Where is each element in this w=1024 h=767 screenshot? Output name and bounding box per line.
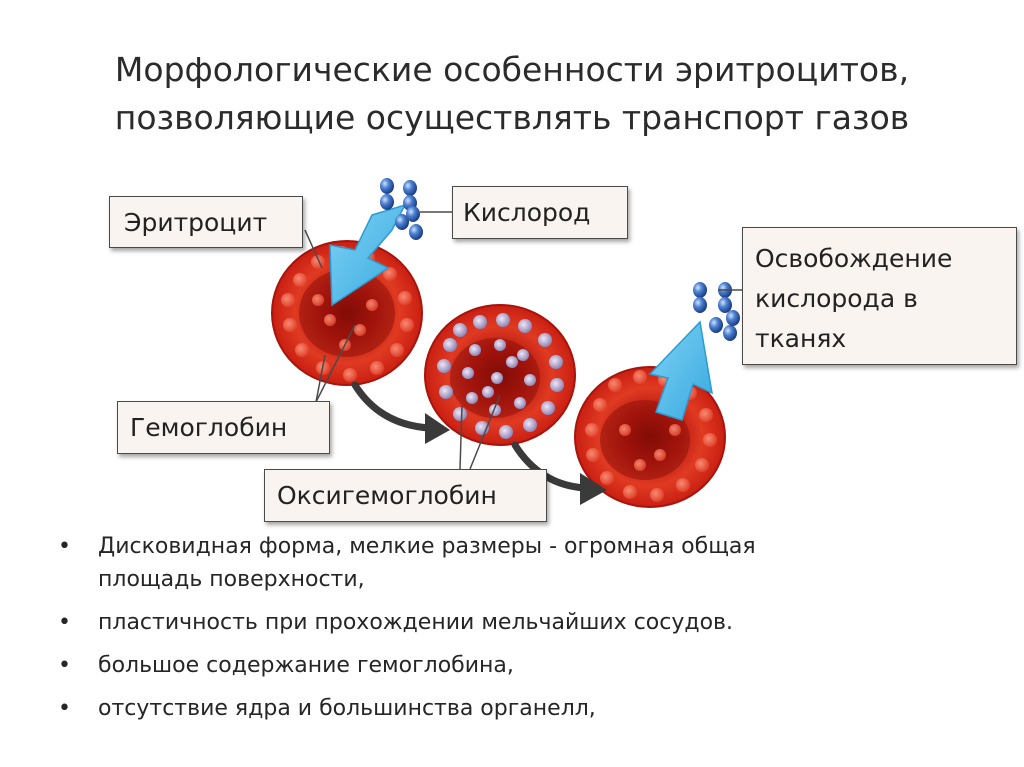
leader-lines <box>304 211 742 470</box>
label-erythrocyte: Эритроцит <box>109 196 303 248</box>
oxygen-intake-arrow <box>329 203 407 307</box>
label-release-line-1: Освобождение <box>755 244 953 273</box>
list-item: Дисковидная форма, мелкие размеры - огро… <box>58 530 1008 596</box>
oxygen-release-arrow <box>648 320 713 421</box>
list-item: отсутствие ядра и большинства органелл, <box>58 692 1008 725</box>
label-release-line-2: кислорода в <box>755 284 918 313</box>
erythrocyte-cell-2 <box>424 304 576 446</box>
list-item: большое содержание гемоглобина, <box>58 649 1008 682</box>
label-oxygen-release: Освобождение кислорода в тканях <box>742 227 1017 365</box>
label-oxyhemoglobin: Оксигемоглобин <box>264 469 547 522</box>
slide-title: Морфологические особенности эритроцитов,… <box>0 46 1024 142</box>
title-line-1: Морфологические особенности эритроцитов, <box>114 50 910 89</box>
oxygen-molecules-out <box>693 282 740 341</box>
list-item-text-line-2: площадь поверхности, <box>98 567 365 592</box>
erythrocyte-cell-1 <box>271 240 423 386</box>
oxygen-molecules-in <box>380 178 423 240</box>
label-oxygen: Кислород <box>452 186 628 239</box>
list-item-text-line-1: Дисковидная форма, мелкие размеры - огро… <box>98 534 756 559</box>
title-line-2: позволяющие осуществлять транспорт газов <box>114 98 910 137</box>
label-release-line-3: тканях <box>755 324 847 353</box>
flow-arrow-1 <box>351 381 450 444</box>
label-hemoglobin: Гемоглобин <box>117 401 330 454</box>
feature-list: Дисковидная форма, мелкие размеры - огро… <box>58 530 1008 735</box>
list-item: пластичность при прохождении мельчайших … <box>58 606 1008 639</box>
